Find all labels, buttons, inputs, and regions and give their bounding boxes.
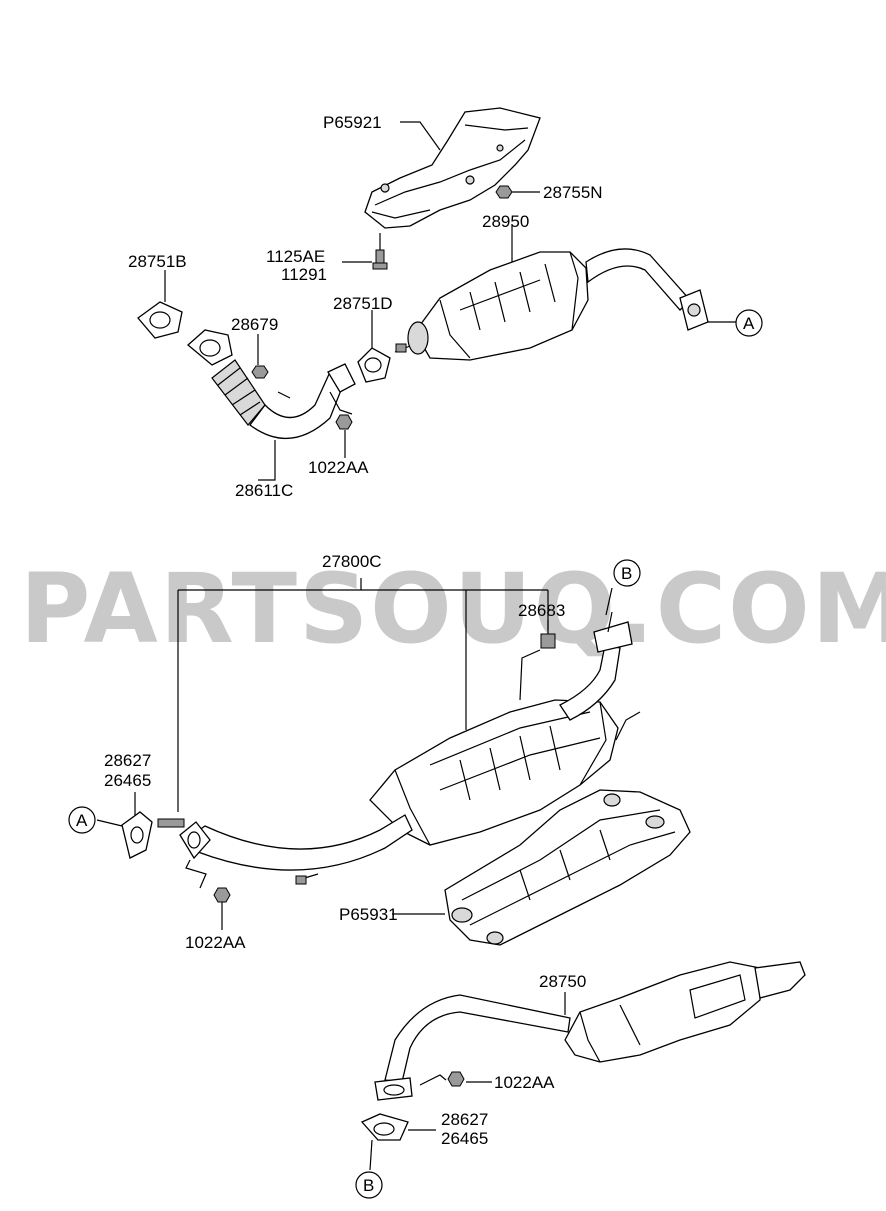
label-27800c: 27800C	[322, 552, 382, 571]
upper-assembly	[137, 107, 763, 481]
label-28755n: 28755N	[543, 183, 603, 202]
part-labels: P65921 28755N 28950 1125AE 11291 28751B …	[76, 113, 755, 1195]
lower-assembly	[68, 559, 806, 1199]
connector-b-bottom-circle	[355, 1171, 383, 1199]
stud-icon	[394, 343, 411, 353]
label-28751d: 28751D	[333, 294, 393, 313]
label-p65931: P65931	[339, 905, 398, 924]
upper-leader-lines	[164, 121, 736, 481]
upper-heat-shield	[364, 107, 541, 229]
lower-heat-shield	[444, 789, 691, 946]
front-pipe	[187, 329, 356, 439]
label-28627-rear: 28627	[441, 1110, 488, 1129]
connector-a-upper-circle	[735, 309, 763, 337]
center-muffler-bracket	[177, 578, 549, 812]
label-28750: 28750	[539, 972, 586, 991]
flange-nut-icon	[335, 414, 353, 430]
nut-left-icon	[213, 887, 231, 903]
rear-muffler	[374, 961, 806, 1101]
hanger-rubber-icon	[540, 633, 556, 649]
shield-nut-icon	[495, 185, 513, 199]
label-1125ae: 1125AE	[266, 247, 325, 266]
stud-left-icon	[157, 818, 185, 828]
label-28611c: 28611C	[235, 481, 293, 500]
label-1022aa-left: 1022AA	[185, 933, 246, 952]
bolt-icon	[372, 233, 388, 270]
label-connector-b-top: B	[621, 564, 632, 583]
label-p65921: P65921	[323, 113, 382, 132]
label-28950: 28950	[482, 212, 529, 231]
watermark: PARTSOUQ.COM	[20, 553, 886, 665]
label-28751b: 28751B	[128, 252, 187, 271]
catalytic-converter	[407, 248, 709, 361]
label-28679: 28679	[231, 315, 278, 334]
lower-leader-lines	[96, 587, 613, 1171]
nut-rear-icon	[447, 1071, 465, 1087]
gasket-mid	[357, 347, 391, 383]
connector-b-top-circle	[613, 559, 641, 587]
label-1022aa-rear: 1022AA	[494, 1073, 555, 1092]
label-connector-b-bottom: B	[363, 1176, 374, 1195]
label-11291: 11291	[281, 265, 327, 284]
label-28627-left: 28627	[104, 751, 151, 770]
gasket-rear	[360, 1113, 409, 1141]
connector-a-lower-circle	[68, 806, 96, 834]
label-28683: 28683	[518, 601, 565, 620]
center-muffler	[179, 611, 641, 885]
label-26465-rear: 26465	[441, 1129, 488, 1148]
label-1022aa-upper: 1022AA	[308, 458, 369, 477]
label-connector-a-upper: A	[743, 314, 755, 333]
label-26465-left: 26465	[104, 771, 151, 790]
label-connector-a-lower: A	[76, 811, 88, 830]
gasket-left	[121, 811, 153, 859]
small-nut-icon	[251, 365, 269, 379]
gasket-front	[137, 301, 183, 339]
